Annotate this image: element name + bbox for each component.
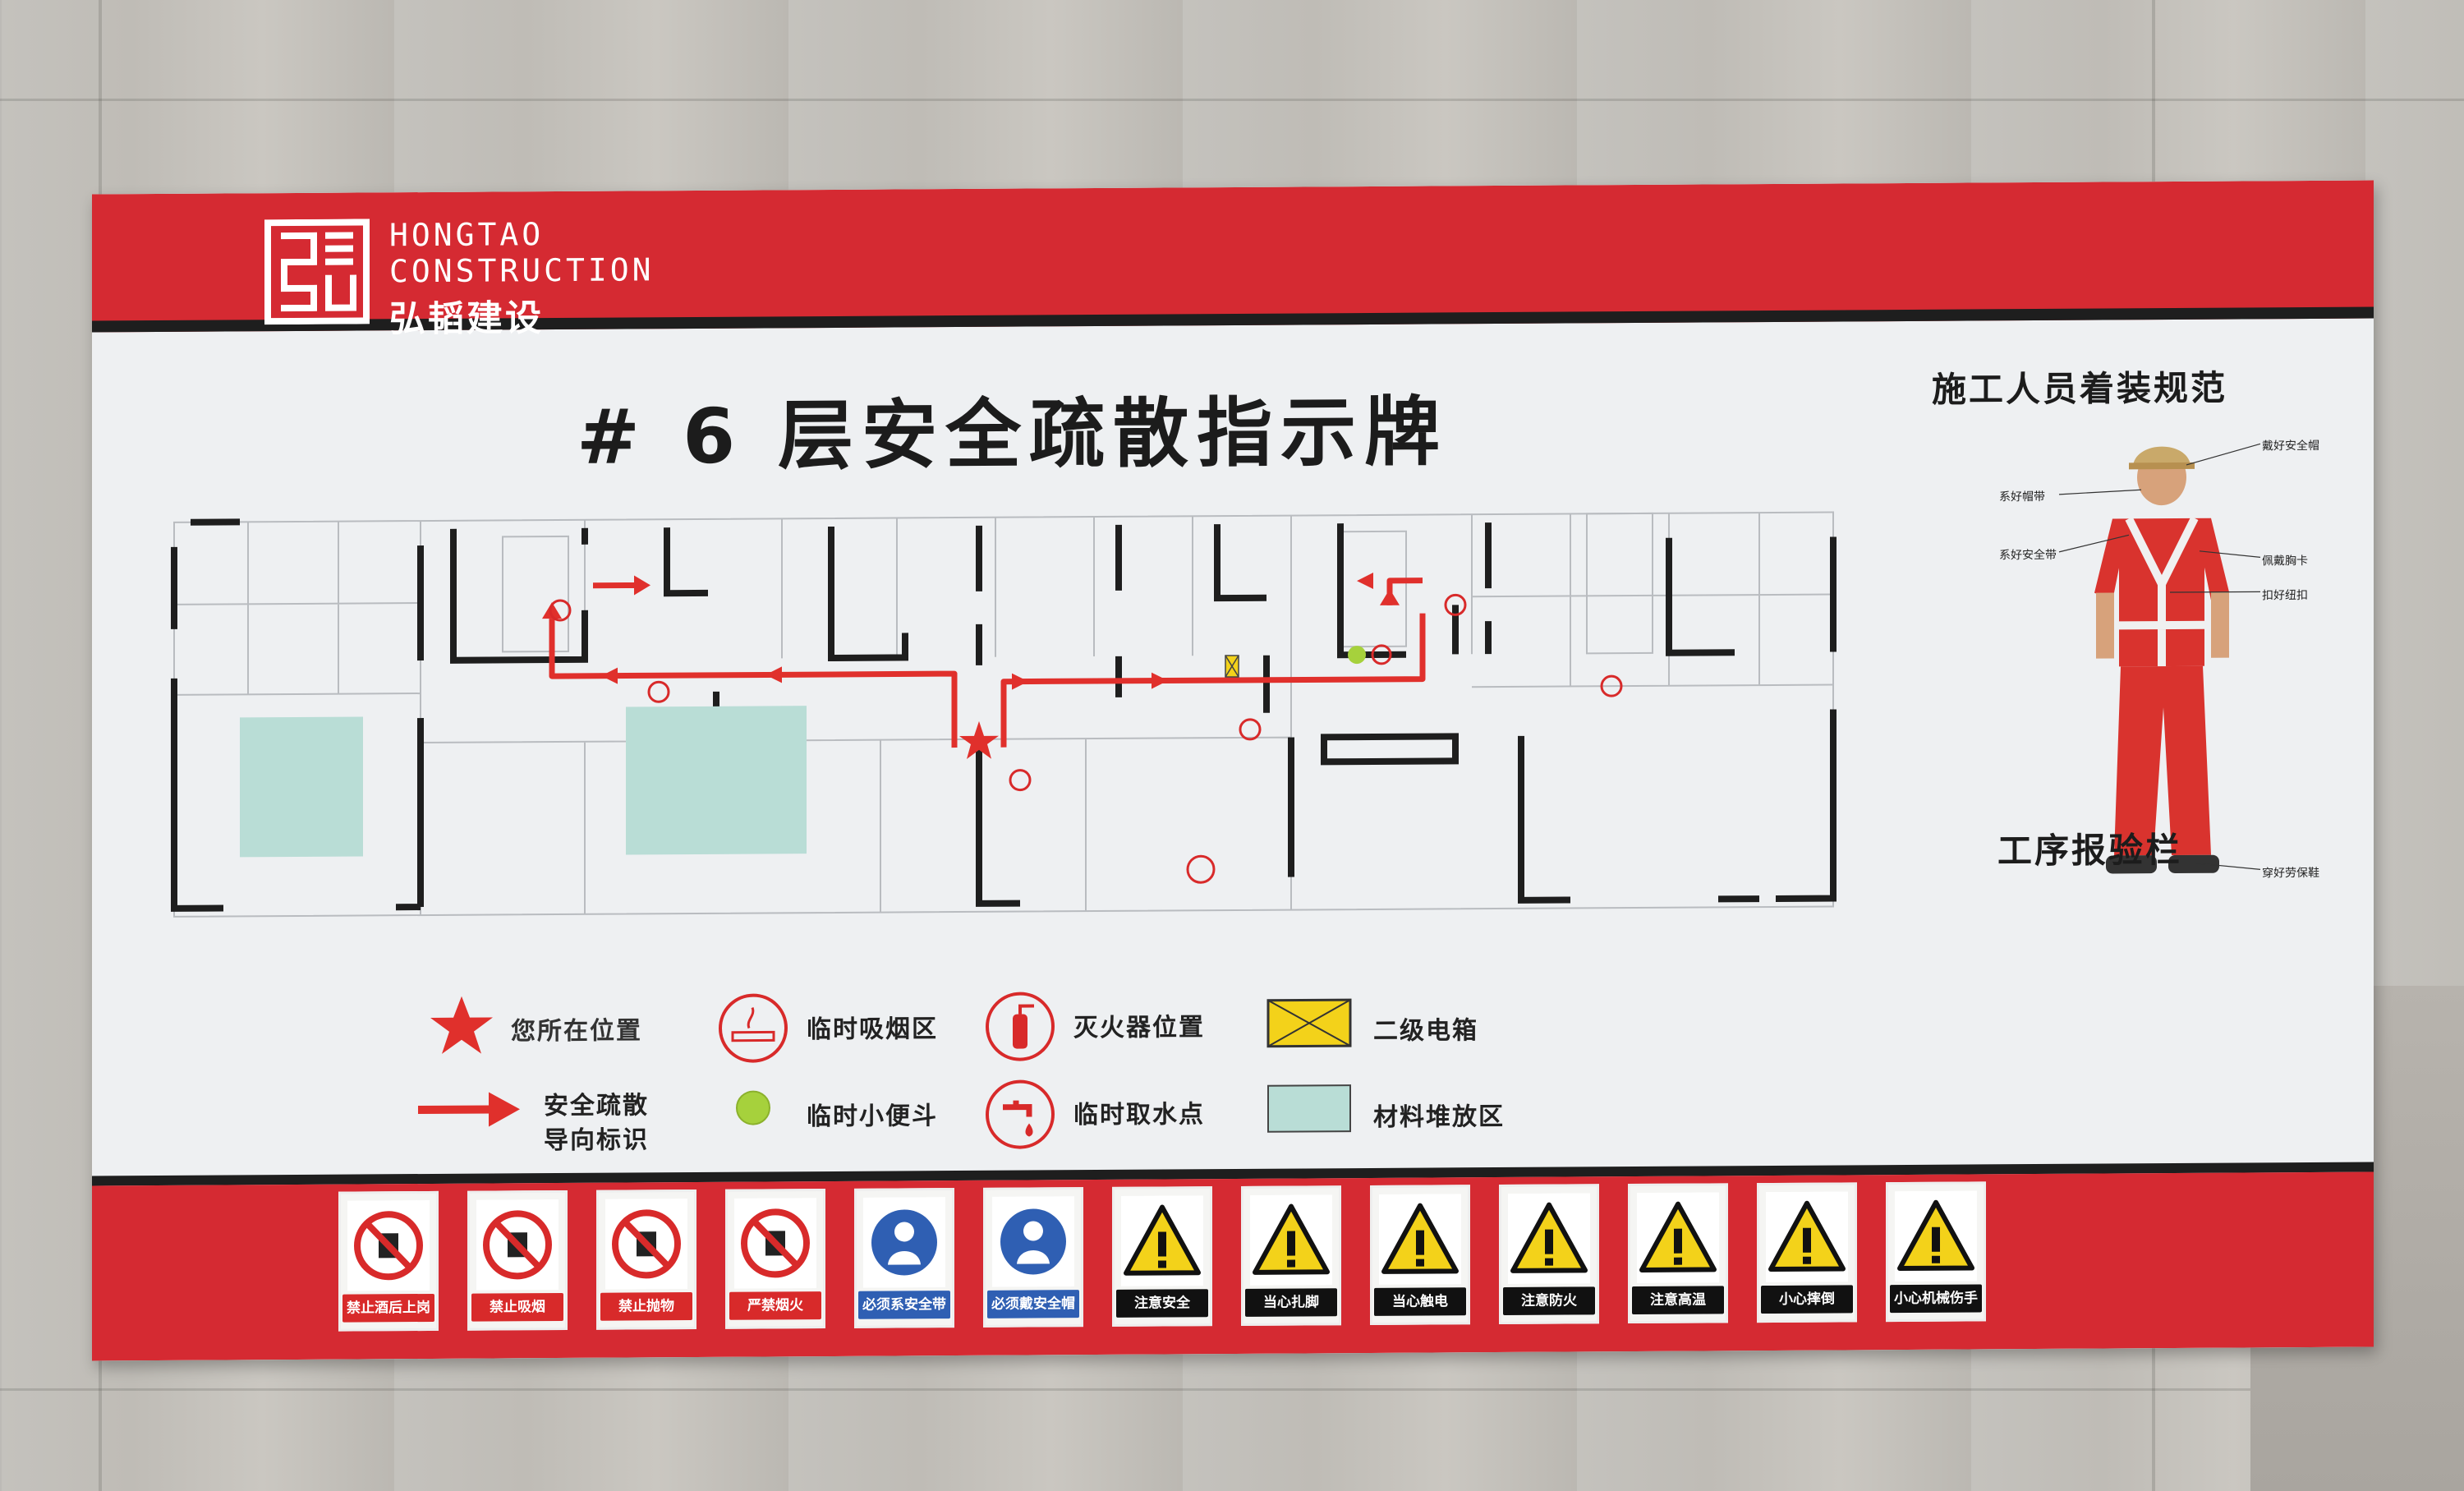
fire-extinguisher-icon: [986, 992, 1055, 1061]
you-are-here-star: [959, 720, 999, 759]
warning-sign-icon: [1895, 1190, 1977, 1282]
legend-label-evacuation: 安全疏散 导向标识: [544, 1088, 649, 1158]
note-badge: 佩戴胸卡: [2262, 555, 2308, 568]
safety-sign-card: 小心机械伤手: [1886, 1181, 1986, 1323]
urinal-dot-icon: [1348, 646, 1366, 665]
mandatory-sign-icon: [863, 1197, 945, 1288]
safety-sign-label: 当心扎脚: [1245, 1288, 1337, 1317]
evacuation-arrow-icon: [765, 666, 782, 683]
logo-chinese-name: 弘韬建设: [389, 297, 544, 341]
warning-sign-icon: [1379, 1194, 1461, 1285]
note-chin-strap: 系好帽带: [1999, 490, 2045, 504]
safety-sign-card: 小心摔倒: [1757, 1182, 1857, 1323]
fire-extinguisher-icon: [549, 599, 572, 622]
warning-sign-icon: [1766, 1191, 1848, 1283]
worker-illustration-icon: [2058, 443, 2261, 874]
safety-sign-card: 禁止抛物: [596, 1189, 696, 1330]
evacuation-arrow-icon: [542, 602, 562, 619]
material-area-icon: [1267, 1084, 1351, 1133]
safety-sign-card: 必须系安全带: [854, 1188, 954, 1328]
safety-sign-card: 禁止吸烟: [467, 1190, 568, 1331]
safety-sign-label: 注意高温: [1632, 1286, 1724, 1315]
evacuation-arrow-icon: [1357, 572, 1373, 589]
safety-sign-card: 当心扎脚: [1241, 1185, 1341, 1326]
material-area: [626, 706, 807, 855]
legend-label-current-position: 您所在位置: [511, 1016, 642, 1047]
warning-sign-icon: [1637, 1192, 1719, 1283]
wall-seam: [0, 99, 2464, 101]
water-tap-icon: [986, 1079, 1055, 1149]
material-area: [240, 716, 363, 858]
fire-extinguisher-icon: [1009, 769, 1032, 792]
safety-sign-label: 禁止抛物: [600, 1292, 692, 1321]
safety-sign-label: 必须戴安全帽: [987, 1290, 1079, 1318]
legend-label-urinal: 临时小便斗: [807, 1102, 938, 1132]
dress-code-title: 施工人员着装规范: [1932, 367, 2228, 410]
wall-seam: [0, 1388, 2464, 1391]
safety-sign-card: 禁止酒后上岗: [338, 1190, 439, 1332]
note-helmet: 戴好安全帽: [2262, 439, 2319, 453]
evacuation-arrow-icon: [1380, 588, 1400, 605]
evacuation-arrow-icon: [601, 667, 618, 684]
safety-sign-label: 注意防火: [1503, 1286, 1595, 1315]
prohibition-sign-icon: [347, 1199, 430, 1291]
urinal-dot-icon: [736, 1090, 770, 1125]
note-safety-belt: 系好安全带: [1999, 548, 2057, 563]
safety-sign-label: 严禁烟火: [729, 1291, 821, 1320]
evacuation-arrow-icon: [1152, 672, 1168, 689]
evacuation-arrow-icon: [1012, 673, 1028, 690]
evacuation-arrow-icon: [634, 575, 650, 596]
distribution-box-icon: [1225, 655, 1239, 678]
legend-label-water-point: 临时取水点: [1073, 1100, 1205, 1130]
legend-evacuation-line2: 导向标识: [544, 1125, 649, 1156]
smoking-area-icon: [1371, 644, 1392, 665]
safety-sign-label: 必须系安全带: [858, 1291, 950, 1319]
warning-sign-icon: [1250, 1194, 1332, 1286]
legend-evacuation-line1: 安全疏散: [544, 1091, 649, 1121]
mandatory-sign-icon: [992, 1196, 1074, 1287]
legend-label-distribution-box: 二级电箱: [1373, 1016, 1478, 1046]
red-star-icon: [430, 996, 493, 1054]
inspection-column-title: 工序报验栏: [1997, 829, 2183, 872]
safety-sign-label: 注意安全: [1116, 1289, 1208, 1318]
safety-sign-label: 禁止酒后上岗: [342, 1293, 434, 1323]
distribution-box-icon: [1266, 998, 1352, 1048]
logo-english-name: HONGTAO CONSTRUCTION: [389, 215, 655, 289]
fire-extinguisher-icon: [1444, 593, 1467, 616]
note-safety-shoes: 穿好劳保鞋: [2262, 866, 2319, 881]
safety-sign-card: 必须戴安全帽: [983, 1187, 1083, 1328]
legend-label-smoking-area: 临时吸烟区: [807, 1015, 938, 1045]
hongtao-logo-icon: [264, 219, 370, 325]
page-title: # 6 层安全疏散指示牌: [577, 388, 1449, 481]
fire-extinguisher-icon: [1600, 674, 1623, 697]
logo-en-line1: HONGTAO: [389, 216, 545, 254]
legend-label-fire-extinguisher: 灭火器位置: [1073, 1013, 1205, 1043]
safety-sign-card: 注意高温: [1628, 1183, 1728, 1324]
evacuation-sign-board: HONGTAO CONSTRUCTION 弘韬建设 # 6 层安全疏散指示牌: [92, 180, 2374, 1361]
safety-sign-row: 禁止酒后上岗 禁止吸烟 禁止抛物 严禁烟火 必须系安全带 必须戴安全帽 注意安全 当心扎脚 当心…: [92, 181, 2374, 1332]
safety-sign-label: 禁止吸烟: [471, 1292, 563, 1322]
legend-label-material-area: 材料堆放区: [1373, 1102, 1505, 1132]
fire-extinguisher-icon: [1239, 718, 1262, 741]
water-tap-icon: [1186, 854, 1216, 884]
warning-sign-icon: [1121, 1195, 1203, 1286]
prohibition-sign-icon: [734, 1198, 816, 1289]
floor-plan: [171, 511, 1837, 918]
warning-sign-icon: [1508, 1193, 1590, 1284]
safety-sign-card: 注意防火: [1499, 1184, 1599, 1325]
safety-sign-label: 小心机械伤手: [1890, 1284, 1982, 1314]
safety-sign-card: 严禁烟火: [725, 1189, 825, 1329]
prohibition-sign-icon: [476, 1199, 559, 1291]
smoking-area-icon: [719, 993, 788, 1063]
evacuation-arrow-icon: [418, 1092, 520, 1127]
fire-extinguisher-icon: [647, 680, 670, 703]
note-buttons: 扣好纽扣: [2262, 589, 2308, 603]
safety-sign-card: 注意安全: [1112, 1186, 1212, 1327]
prohibition-sign-icon: [605, 1199, 687, 1290]
safety-sign-card: 当心触电: [1370, 1185, 1470, 1325]
safety-sign-label: 小心摔倒: [1761, 1285, 1853, 1314]
logo-en-line2: CONSTRUCTION: [389, 251, 655, 290]
safety-sign-label: 当心触电: [1374, 1287, 1466, 1316]
